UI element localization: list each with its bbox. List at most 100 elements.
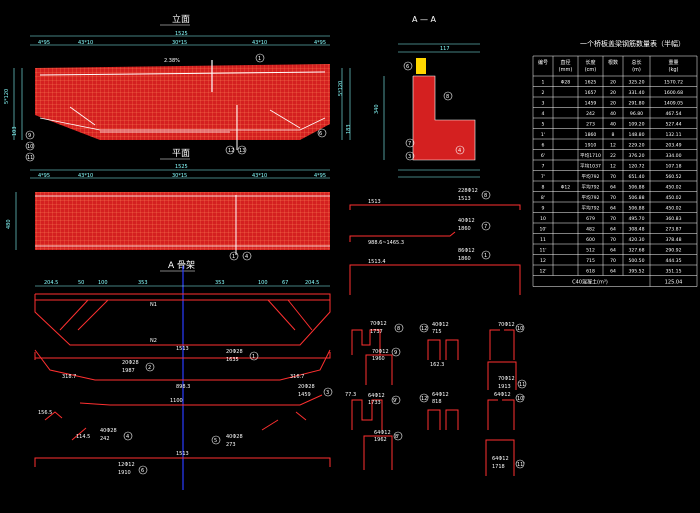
table-cell: 1910 [585, 143, 597, 149]
table-cell: 8 [612, 132, 615, 138]
slope-label: 2.38% [164, 58, 180, 64]
bar-text: 156.5 [38, 410, 52, 416]
table-cell: 331.40 [628, 90, 644, 96]
tag-text: 8 [484, 193, 487, 199]
stirrup-12: 12 40Φ12 715 162.3 [419, 322, 459, 368]
table-cell: 11' [539, 248, 546, 254]
table-cell: 376.20 [628, 153, 644, 159]
table-cell: 1459 [585, 101, 597, 107]
table-header-cell: 总长 [631, 59, 641, 66]
bar-text: 1962 [374, 437, 387, 443]
bar-3: 1100 20Φ28 1459 3 [79, 384, 333, 406]
stirrup-9-prime: 64Φ12 1733 77.3 9' [345, 392, 401, 430]
tag-text: 9' [393, 398, 398, 404]
table-cell: 600 [586, 237, 595, 243]
table-cell: 70 [610, 237, 616, 243]
table-cell: 70 [610, 216, 616, 222]
elevation-view: 立面 1525 4*95 43*10 30*15 43*10 4*95 2.38… [4, 13, 352, 162]
table-cell: 506.88 [628, 185, 644, 191]
tag-text: 8 [446, 94, 449, 100]
table-cell: 10 [540, 216, 546, 222]
dim-text: 4*95 [38, 173, 50, 179]
bar-text: 70Φ12 [498, 322, 515, 328]
dim-text: 353 [138, 280, 148, 286]
stirrup-12-prime: 12' 64Φ12 818 [419, 392, 459, 430]
top-bars-view: 1513 228Φ12 1513 8 988.6~1465.3 40Φ12 18… [349, 188, 521, 295]
table-cell: 378.48 [665, 237, 681, 243]
stirrup-group: 70Φ12 1737 8 70Φ12 1960 9 12 40Φ12 715 1… [345, 321, 527, 476]
table-cell: 1657 [585, 90, 597, 96]
table-cell: 20 [610, 90, 616, 96]
bar-text: 1718 [492, 464, 505, 470]
tag-text: 8' [395, 434, 400, 440]
table-cell: 444.35 [665, 258, 681, 264]
rebar-a-view: A 骨架 204.5 50 100 353 353 100 67 204.5 N… [34, 260, 333, 490]
table-cell: 40 [610, 122, 616, 128]
table-cell: 482 [586, 227, 595, 233]
table-cell: 679 [586, 216, 595, 222]
tag-text: 3 [408, 154, 411, 160]
bar-text: 715 [432, 329, 442, 335]
elevation-tags: 1 9 10 11 12 13 6 [25, 53, 327, 162]
table-header-cell: 长度 [585, 59, 595, 66]
table-cell: 64 [610, 185, 616, 191]
table-header-cell: (kg) [669, 67, 679, 73]
table-cell: 506.88 [628, 206, 644, 212]
table-cell: 2 [542, 90, 545, 96]
table-cell: 395.52 [628, 269, 644, 275]
tag-text: 11 [519, 382, 525, 388]
bar-text: 228Φ12 [458, 188, 478, 194]
table-cell: 148.80 [628, 132, 644, 138]
bar-text: 20Φ28 [298, 384, 315, 390]
table-cell: 1570.72 [664, 80, 683, 86]
tag-text: 4 [126, 434, 129, 440]
table-cell: 64 [610, 248, 616, 254]
table-footer-value: 125.04 [665, 280, 683, 286]
bar-text: 1513 [176, 451, 189, 457]
table-cell: 12 [540, 258, 546, 264]
table-cell: 平均792 [582, 194, 600, 201]
tag-text: 2 [148, 365, 151, 371]
top-bar-8: 1513 228Φ12 1513 8 [349, 188, 521, 210]
stirrup-11: 70Φ12 1913 11 [487, 361, 527, 390]
stirrup-9: 70Φ12 1960 9 [365, 347, 401, 385]
dim-text: 30*15 [172, 173, 187, 179]
bar-text: 1860 [458, 226, 471, 232]
tag-text: 4 [245, 254, 248, 260]
table-cell: Φ28 [561, 80, 571, 86]
table-cell: 5 [542, 122, 545, 128]
table-cell: 308.48 [628, 227, 644, 233]
bar-4: 156.5 114.5 40Φ28 242 4 [38, 410, 133, 442]
table-cell: 平均792 [582, 184, 600, 191]
elevation-beam [35, 64, 330, 140]
table-header-cell: (m) [632, 67, 641, 73]
table-cell: 242 [586, 111, 595, 117]
bar-text: 64Φ12 [374, 430, 391, 436]
bar-text: 818 [432, 399, 442, 405]
bar-text: 114.5 [76, 434, 90, 440]
table-cell: 1409.05 [664, 101, 683, 107]
table-cell: 495.70 [628, 216, 644, 222]
dim-text: 4*95 [38, 40, 50, 46]
section-aa-view: A — A 117 340 6 8 7 3 4 [374, 15, 480, 178]
bar-text: 1860 [458, 256, 471, 262]
bar-text: 316.7 [290, 374, 304, 380]
stirrup-10: 70Φ12 10 [489, 322, 525, 360]
dim-text: 43*10 [78, 173, 93, 179]
bar-text: 40Φ28 [100, 428, 117, 434]
table-cell: 360.83 [665, 216, 681, 222]
bar-text: 242 [100, 436, 110, 442]
table-cell: 40 [610, 111, 616, 117]
stirrup-8: 70Φ12 1737 8 [351, 321, 404, 355]
bar-text: 1513 [458, 196, 471, 202]
table-cell: 107.18 [665, 164, 681, 170]
table-cell: 273.87 [665, 227, 681, 233]
tag-text: 1 [484, 253, 487, 259]
table-cell: 10' [539, 227, 546, 233]
tag-text: 10' [517, 396, 525, 402]
table-cell: 8' [541, 195, 545, 201]
tag-text: 8 [397, 326, 400, 332]
label-text: N1 [150, 302, 157, 308]
table-cell: 120.72 [628, 164, 644, 170]
table-cell: 12 [610, 164, 616, 170]
